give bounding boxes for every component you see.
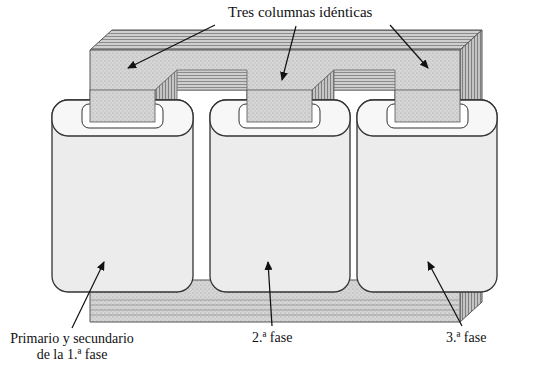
core-column [90,90,155,122]
core-column [395,90,460,122]
coil-body [210,100,350,292]
lamination-line [90,315,460,316]
phase-label: 3.ª fase [446,330,486,346]
coil-body [357,100,497,292]
leader-arrow [268,262,272,326]
leader-arrow [428,262,462,326]
leader-arrow [128,25,215,68]
lamination-line [90,305,460,306]
leader-lines [72,25,462,328]
title-callout: Tres columnas idénticas [228,4,372,20]
leader-arrow [282,26,296,80]
lamination-line [90,300,460,301]
coil-phase-3 [357,90,497,292]
core-top-face [90,30,482,50]
phase-label: Primario y secundario de la 1.ª fase [5,331,139,363]
coil-phase-2 [210,90,350,292]
coil-phase-1 [52,90,193,292]
leader-arrow [72,262,104,328]
phase-label: 2.ª fase [252,330,292,346]
leader-arrow [390,25,428,68]
core-column [247,90,312,122]
lamination-line [90,310,460,311]
coil-body [52,100,193,292]
bottom-yoke-laminations [90,300,460,315]
